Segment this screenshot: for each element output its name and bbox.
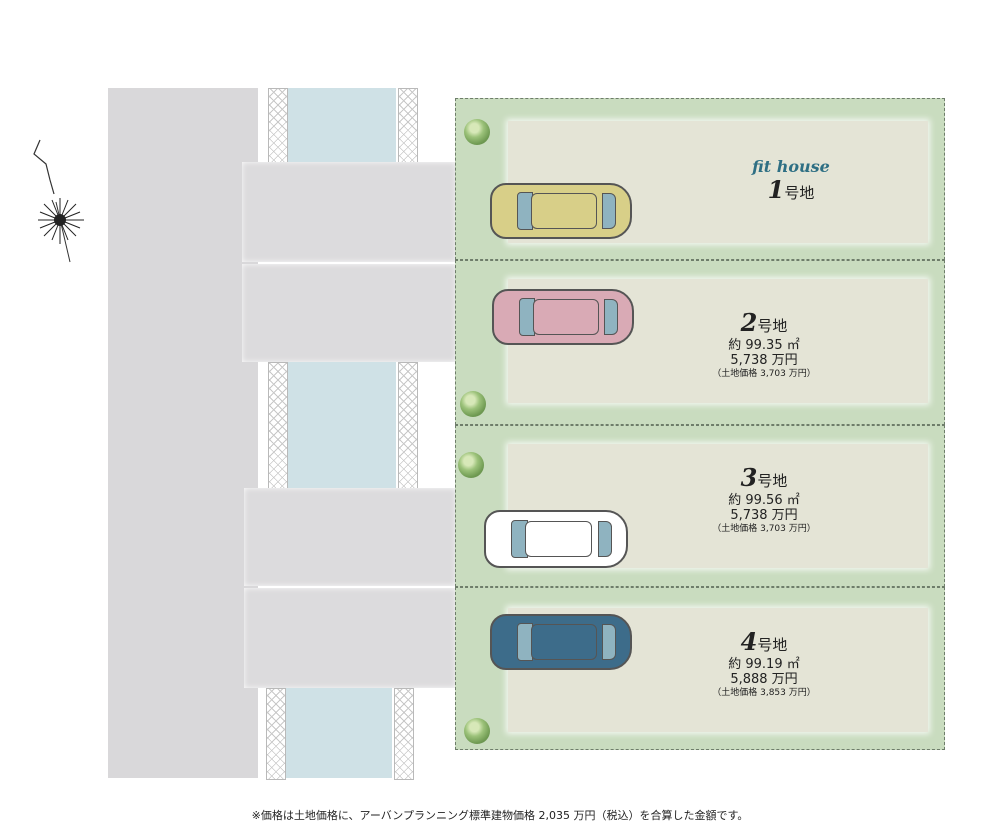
lot-4-number: 4 [740,627,758,656]
lot-2-area: 約 99.35 ㎡ [728,337,800,353]
lot-3-area: 約 99.56 ㎡ [728,492,800,508]
lot-3-plot[interactable]: 3号地 約 99.56 ㎡ 5,738 万円 （土地価格 3,703 万円） [455,425,945,587]
driveway-1 [242,162,456,262]
canal-bank-right-bottom [394,688,414,780]
canal-top [288,88,396,162]
tree-icon [460,391,486,417]
main-road [108,88,258,778]
canal-bank-right-mid [398,362,418,490]
tree-icon [458,452,484,478]
canal-bottom [286,688,392,778]
lot-4-label: 4号地 約 99.19 ㎡ 5,888 万円 （土地価格 3,853 万円） [684,627,844,699]
lot-1-plot[interactable]: fit house 1号地 [455,98,945,260]
canal-bank-left-top [268,88,288,164]
car-icon [490,183,632,239]
lot-3-land-price: （土地価格 3,703 万円） [712,523,816,534]
price-footnote: ※価格は土地価格に、アーバンプランニング標準建物価格 2,035 万円（税込）を… [251,809,749,822]
driveway-2 [242,264,456,362]
car-icon [492,289,634,345]
lot-1-label: fit house 1号地 [706,157,876,205]
lot-3-label: 3号地 約 99.56 ㎡ 5,738 万円 （土地価格 3,703 万円） [684,463,844,535]
lot-4-plot[interactable]: 4号地 約 99.19 ㎡ 5,888 万円 （土地価格 3,853 万円） [455,587,945,750]
lot-2-label: 2号地 約 99.35 ㎡ 5,738 万円 （土地価格 3,703 万円） [684,308,844,380]
lot-4-area: 約 99.19 ㎡ [728,656,800,672]
driveway-4 [244,588,456,688]
canal-bank-left-bottom [266,688,286,780]
lot-2-price: 5,738 万円 [730,353,798,369]
lot-2-plot[interactable]: 2号地 約 99.35 ㎡ 5,738 万円 （土地価格 3,703 万円） [455,260,945,425]
brand-logo: fit house [752,157,830,176]
lot-3-number: 3 [740,463,758,492]
canal-bank-right-top [398,88,418,164]
car-icon [490,614,632,670]
tree-icon [464,718,490,744]
driveway-3 [244,488,456,586]
lot-1-number: 1 [767,175,785,205]
north-arrow-icon [26,134,90,266]
lot-4-price: 5,888 万円 [730,672,798,688]
lot-4-land-price: （土地価格 3,853 万円） [712,687,816,698]
canal-mid [288,362,396,488]
tree-icon [464,119,490,145]
car-icon [484,510,628,568]
lot-2-number: 2 [740,308,758,337]
canal-bank-left-mid [268,362,288,490]
lot-2-land-price: （土地価格 3,703 万円） [712,368,816,379]
lot-3-price: 5,738 万円 [730,508,798,524]
